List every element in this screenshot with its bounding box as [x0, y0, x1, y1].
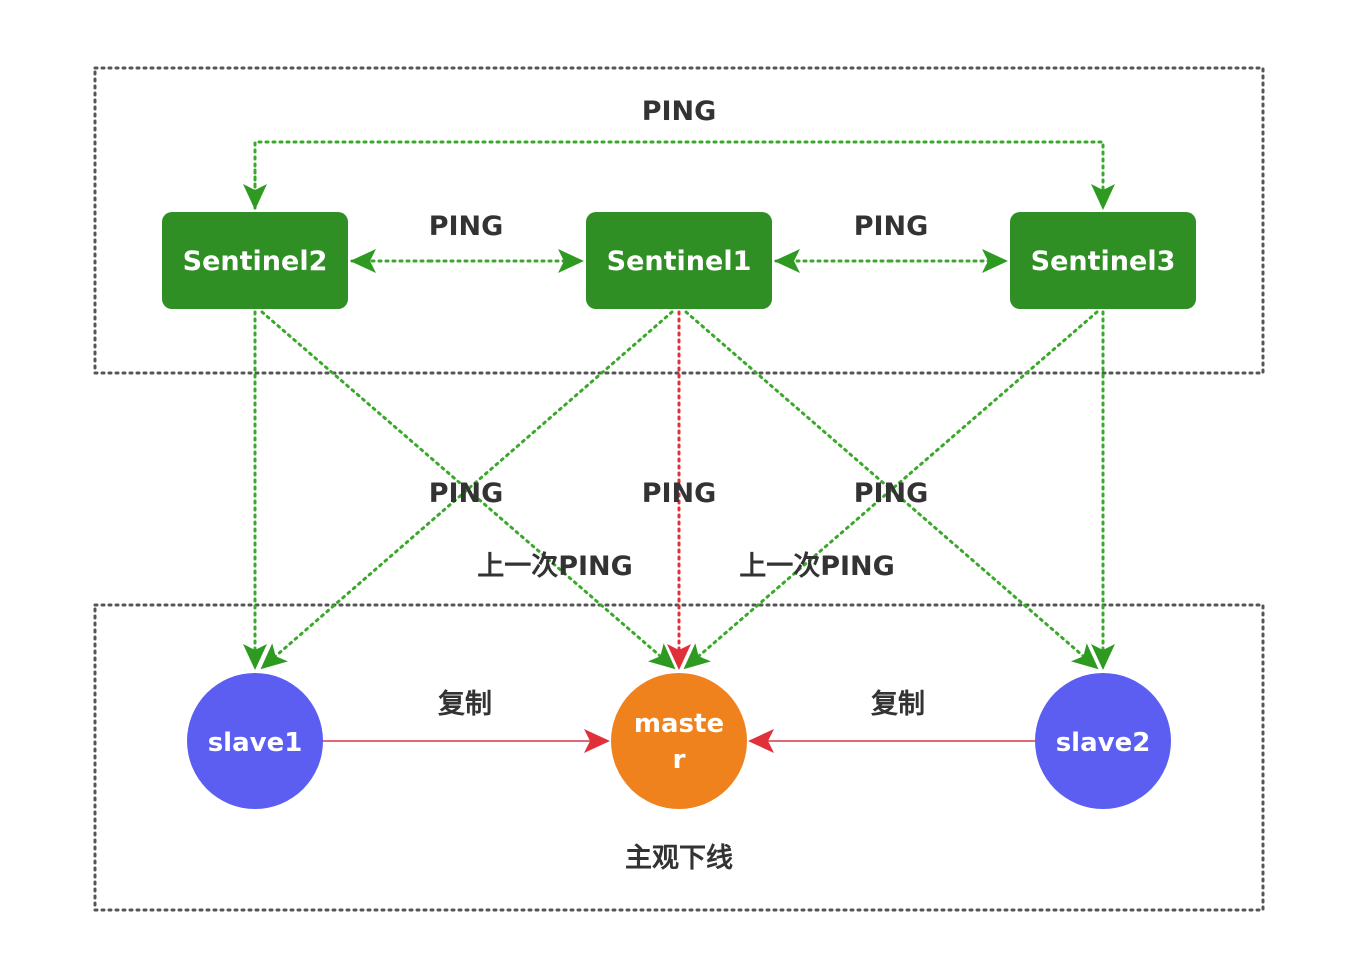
ping-mid-right-label: PING [854, 478, 929, 509]
slave2-label: slave2 [1056, 728, 1151, 758]
ping-mid-left-label: PING [429, 478, 504, 509]
ping-s3-master [683, 310, 1099, 670]
ping-right-label: PING [854, 211, 929, 242]
master-label-line1: maste [634, 709, 724, 739]
sentinel-group-border [93, 66, 1265, 375]
ping-left-label: PING [429, 211, 504, 242]
ping-s1-slave1 [260, 310, 674, 670]
sentinel1-label: Sentinel1 [607, 246, 752, 277]
slave1-node: slave1 [187, 673, 323, 809]
replicate-left-label: 复制 [438, 689, 492, 720]
replicate-right-label: 复制 [871, 689, 925, 720]
sentinel1-node: Sentinel1 [586, 212, 772, 309]
subjective-down-label: 主观下线 [625, 843, 733, 874]
master-label-line2: r [673, 745, 686, 775]
last-ping-right-label: 上一次PING [739, 551, 895, 582]
last-ping-left-label: 上一次PING [477, 551, 633, 582]
slave1-label: slave1 [208, 728, 303, 758]
sentinel3-node: Sentinel3 [1010, 212, 1196, 309]
sentinel2-label: Sentinel2 [183, 246, 328, 277]
master-node: maste r [611, 673, 747, 809]
sentinel3-label: Sentinel3 [1031, 246, 1176, 277]
sentinel2-node: Sentinel2 [162, 212, 348, 309]
ping-s2-master [260, 310, 676, 670]
ping-top-connector [253, 140, 1115, 210]
slave2-node: slave2 [1035, 673, 1171, 809]
ping-top-label: PING [642, 96, 717, 127]
ping-mid-center-label: PING [642, 478, 717, 509]
